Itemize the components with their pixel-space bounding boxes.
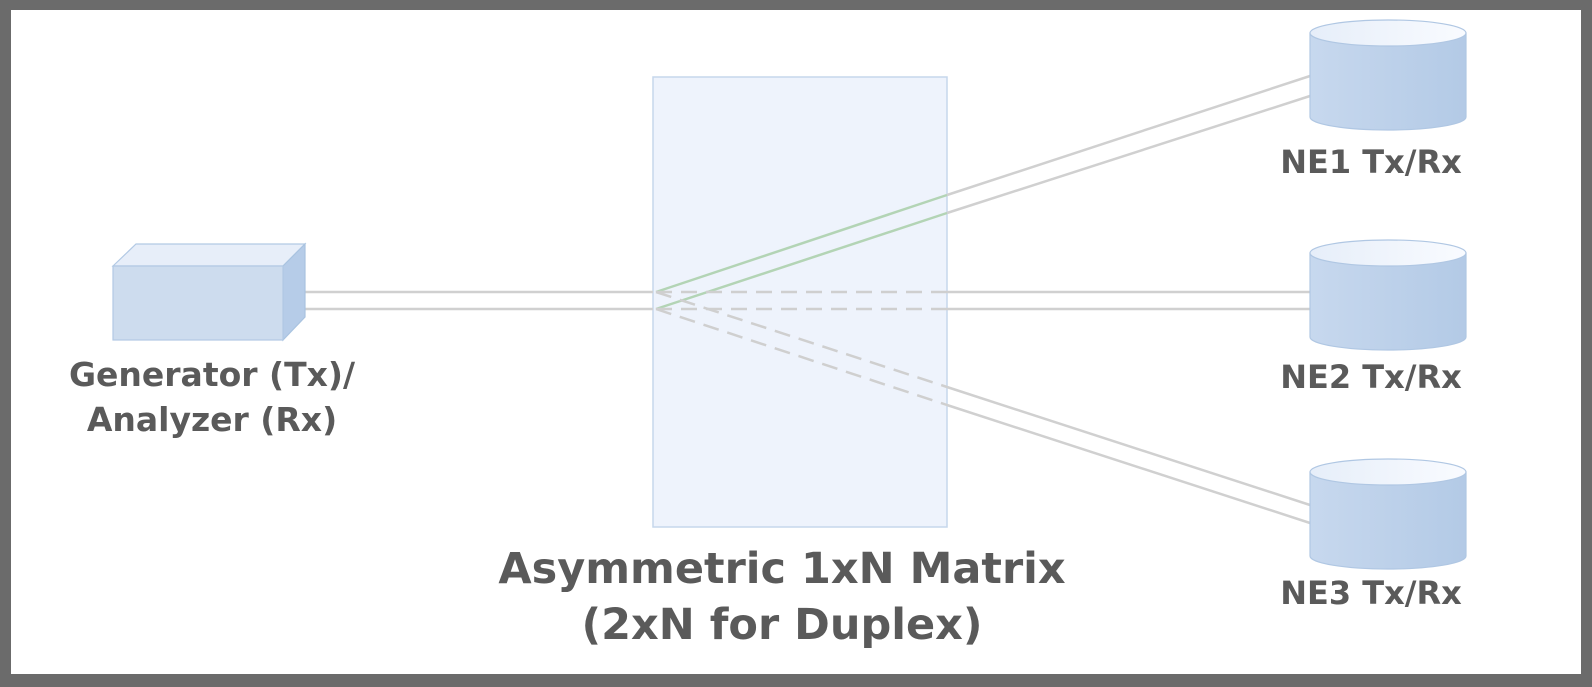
ne3-links [946,385,1311,525]
generator-box [111,242,307,342]
matrix-box [652,76,948,528]
generator-links [303,290,653,311]
ne2-label: NE2 Tx/Rx [1280,358,1462,396]
generator-label: Generator (Tx)/ Analyzer (Rx) [62,352,362,442]
ne1-links [946,74,1311,215]
matrix-label-line2: (2xN for Duplex) [581,600,983,650]
inactive-path-ne3 [655,290,948,407]
ne1-label: NE1 Tx/Rx [1280,143,1462,181]
ne2-links [947,290,1310,311]
ne2-cylinder [1309,239,1467,351]
generator-label-line1: Generator (Tx)/ [68,355,356,394]
matrix-label-line1: Asymmetric 1xN Matrix [498,544,1066,594]
ne3-cylinder [1309,458,1467,570]
active-path-ne1 [655,193,948,311]
generator-label-line2: Analyzer (Rx) [86,400,338,439]
ne1-cylinder [1309,19,1467,131]
matrix-label: Asymmetric 1xN Matrix (2xN for Duplex) [482,541,1082,653]
ne3-label: NE3 Tx/Rx [1280,574,1462,612]
